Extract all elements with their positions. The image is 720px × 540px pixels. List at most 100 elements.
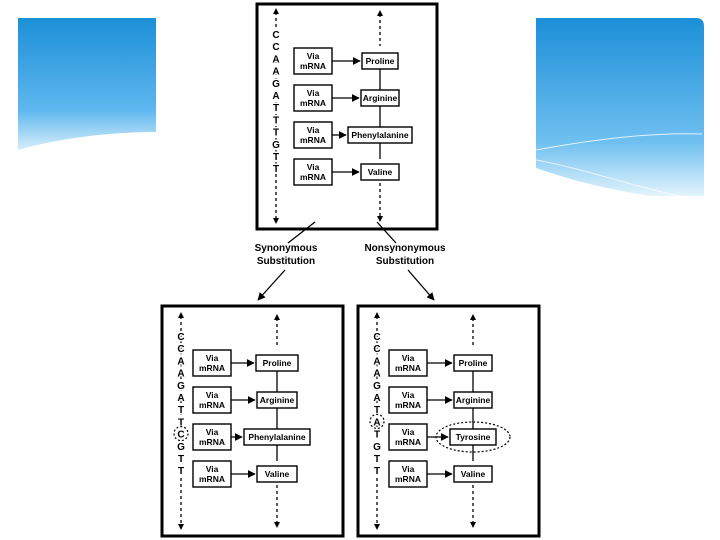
nonsynonymous-protein-top-arrow-icon: [470, 314, 476, 320]
original-base-4: G: [272, 79, 280, 90]
original-base-7: T: [273, 115, 279, 126]
synonymous-label-line1: Synonymous: [255, 243, 318, 254]
synonymous-via-label-0: Via: [206, 353, 219, 363]
synonymous-via-label-3: Via: [206, 464, 219, 474]
nonsynonymous-amino-acid-box-1: [453, 391, 493, 409]
synonymous-mrna-box-1: [192, 386, 232, 414]
nonsynonymous-base-0: C: [373, 332, 380, 343]
nonsynonymous-protein-bottom-arrow-icon: [470, 522, 476, 528]
synonymous-dna-bottom-arrow-icon: [178, 524, 184, 530]
synonymous-base-1: C: [177, 344, 184, 355]
nonsynonymous-base-4: G: [373, 381, 381, 392]
original-base-3: A: [272, 67, 279, 78]
arrow-to-upper-left: [287, 221, 316, 244]
nonsynonymous-base-5: A: [373, 393, 380, 404]
synonymous-base-5: A: [177, 393, 184, 404]
original-dna-top-arrow-icon: [273, 8, 279, 14]
nonsynonymous-amino-acid-box-3: [453, 465, 493, 483]
original-via-label-3: Via: [307, 162, 320, 172]
original-base-0: C: [272, 30, 279, 41]
original-amino-acid-label-0: Proline: [366, 56, 395, 66]
original-mrna-box-0: [293, 47, 333, 75]
original-mrna-label-0: mRNA: [300, 61, 326, 71]
original-mrna-label-2: mRNA: [300, 135, 326, 145]
arrow-to-upper-right: [376, 221, 397, 244]
synonymous-amino-acid-box-0: [255, 354, 299, 372]
synonymous-base-11: T: [178, 466, 184, 477]
original-base-6: T: [273, 103, 279, 114]
synonymous-base-10: T: [178, 454, 184, 465]
original-via-label-2: Via: [307, 125, 320, 135]
original-base-2: A: [272, 54, 279, 65]
synonymous-base-6: T: [178, 405, 184, 416]
nonsynonymous-amino-acid-label-0: Proline: [459, 358, 488, 368]
nonsynonymous-via-label-3: Via: [402, 464, 415, 474]
original-amino-acid-box-0: [361, 52, 399, 70]
synonymous-via-label-2: Via: [206, 427, 219, 437]
nonsynonymous-via-label-2: Via: [402, 427, 415, 437]
nonsynonymous-mrna-label-3: mRNA: [395, 474, 421, 484]
synonymous-amino-acid-box-3: [256, 465, 298, 483]
original-protein-bottom-arrow-icon: [377, 216, 383, 222]
nonsynonymous-mutation-marker: [369, 413, 385, 429]
nonsynonymous-amino-acid-label-3: Valine: [461, 469, 486, 479]
synonymous-mrna-label-1: mRNA: [199, 400, 225, 410]
synonymous-protein-bottom-arrow-icon: [274, 522, 280, 528]
arrow-to-lower-right: [407, 269, 435, 301]
synonymous-amino-acid-label-0: Proline: [263, 358, 292, 368]
synonymous-amino-acid-box-2: [243, 428, 311, 446]
nonsynonymous-base-11: T: [374, 466, 380, 477]
nonsynonymous-base-3: A: [373, 369, 380, 380]
nonsynonymous-base-9: G: [373, 442, 381, 453]
nonsynonymous-base-6: T: [374, 405, 380, 416]
nonsynonymous-panel: [356, 304, 541, 538]
original-base-9: G: [272, 140, 280, 151]
synonymous-mrna-label-3: mRNA: [199, 474, 225, 484]
synonymous-amino-acid-label-2: Phenylalanine: [248, 432, 305, 442]
synonymous-mutation-marker: [173, 426, 189, 442]
original-base-10: T: [273, 152, 279, 163]
synonymous-base-3: A: [177, 369, 184, 380]
nonsynonymous-mrna-box-0: [388, 349, 428, 377]
nonsynonymous-amino-acid-box-2: [449, 428, 497, 446]
nonsynonymous-mrna-label-0: mRNA: [395, 363, 421, 373]
synonymous-mrna-box-0: [192, 349, 232, 377]
original-amino-acid-label-3: Valine: [368, 167, 393, 177]
arrow-to-lower-left: [257, 269, 286, 301]
nonsynonymous-amino-acid-box-0: [453, 354, 493, 372]
nonsynonymous-via-label-1: Via: [402, 390, 415, 400]
original-mrna-label-1: mRNA: [300, 98, 326, 108]
synonymous-base-4: G: [177, 381, 185, 392]
synonymous-mrna-box-2: [192, 423, 232, 451]
original-via-label-1: Via: [307, 88, 320, 98]
nonsynonymous-mrna-box-3: [388, 460, 428, 488]
original-protein-top-arrow-icon: [377, 10, 383, 16]
nonsynonymous-base-8: T: [374, 430, 380, 441]
nonsynonymous-mrna-label-1: mRNA: [395, 400, 421, 410]
nonsynonymous-via-label-0: Via: [402, 353, 415, 363]
nonsynonymous-base-10: T: [374, 454, 380, 465]
nonsynonymous-base-1: C: [373, 344, 380, 355]
synonymous-base-8: C: [177, 430, 184, 441]
original-base-1: C: [272, 42, 279, 53]
decorative-slide-accent-left: [18, 18, 156, 150]
original-dna-bottom-arrow-icon: [273, 218, 279, 224]
nonsynonymous-changed-amino-acid-marker: [435, 421, 511, 453]
nonsynonymous-label-line1: Nonsynonymous: [364, 243, 446, 254]
synonymous-protein-top-arrow-icon: [274, 314, 280, 320]
synonymous-mrna-label-0: mRNA: [199, 363, 225, 373]
original-via-label-0: Via: [307, 51, 320, 61]
nonsynonymous-amino-acid-label-2: Tyrosine: [456, 432, 491, 442]
synonymous-amino-acid-label-1: Arginine: [260, 395, 295, 405]
nonsynonymous-base-7: A: [373, 417, 380, 428]
original-base-5: A: [272, 91, 279, 102]
decorative-slide-accent-right: [535, 18, 704, 197]
synonymous-mrna-box-3: [192, 460, 232, 488]
synonymous-base-0: C: [177, 332, 184, 343]
synonymous-base-2: A: [177, 356, 184, 367]
nonsynonymous-amino-acid-label-1: Arginine: [456, 395, 491, 405]
synonymous-base-9: G: [177, 442, 185, 453]
synonymous-amino-acid-label-3: Valine: [265, 469, 290, 479]
original-base-11: T: [273, 164, 279, 175]
synonymous-dna-top-arrow-icon: [178, 312, 184, 318]
